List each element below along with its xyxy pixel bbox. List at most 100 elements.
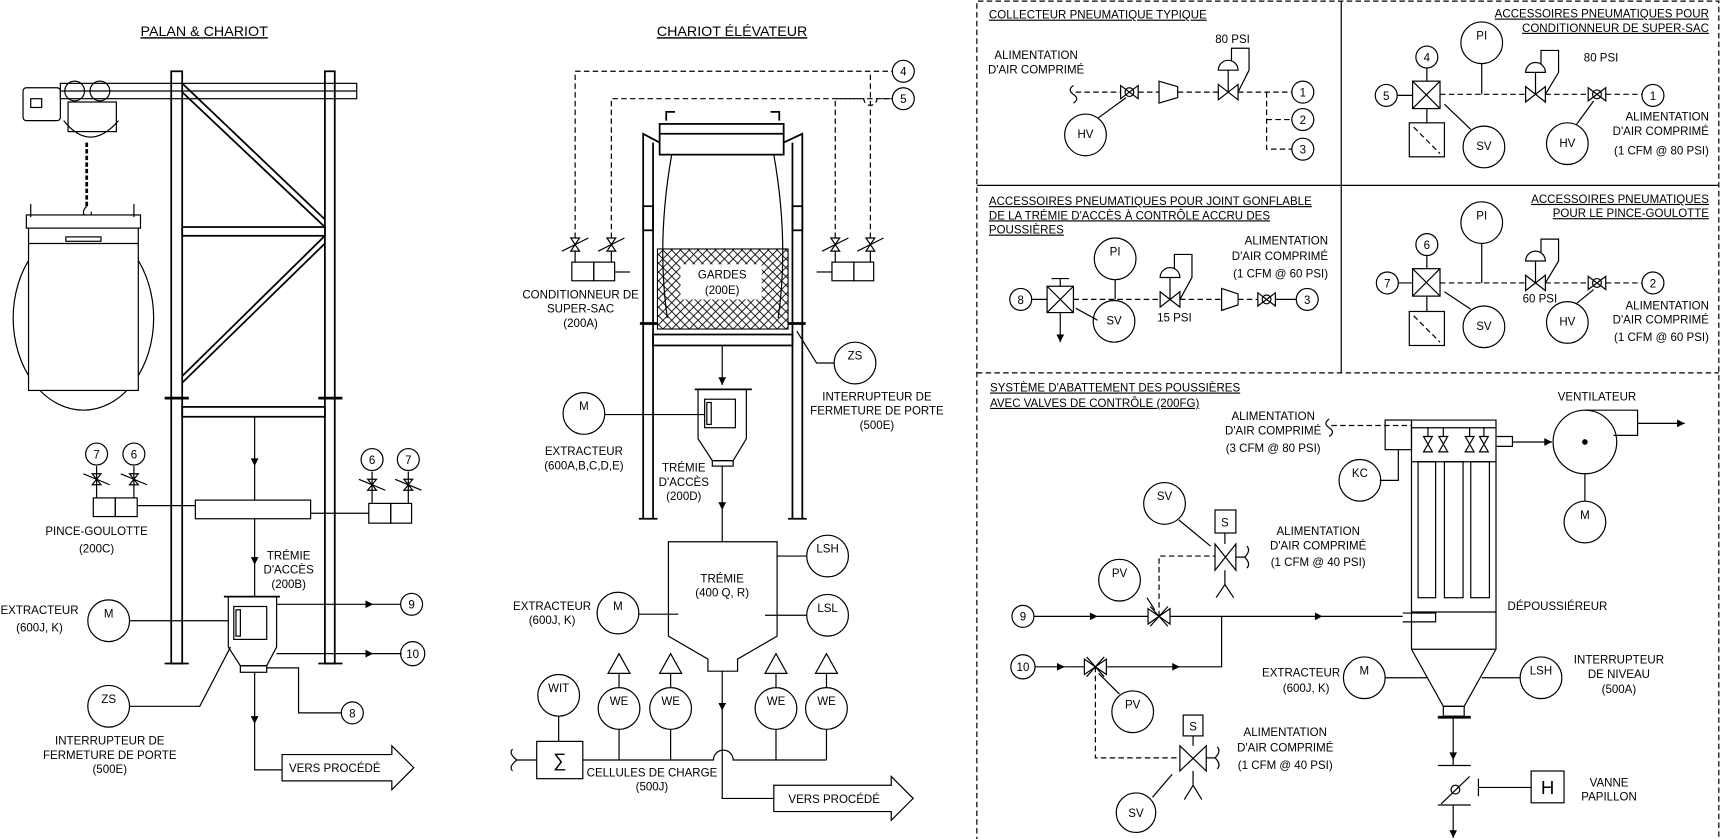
svg-text:PV: PV [1112,568,1128,580]
conditionneur-label: SUPER-SAC [547,304,614,316]
support-frame [164,70,343,665]
svg-text:2: 2 [1650,278,1656,290]
cellules-tag: (500J) [636,782,669,794]
alimentation-spec: (1 CFM @ 80 PSI) [1614,146,1709,158]
pressure-label: 60 PSI [1523,294,1558,306]
vanne-label: VANNE [1590,777,1629,789]
connection-9[interactable]: 9 [400,592,424,616]
dust-collector [1325,418,1552,719]
extracteur-tag: (600A,B,C,D,E) [544,460,624,472]
super-sac-bag [12,203,155,411]
interrupteur-label: INTERRUPTEUR [1574,655,1664,667]
forklift-frame [638,110,807,520]
connection-1[interactable]: 1 [1641,83,1665,107]
svg-text:ZS: ZS [101,694,116,706]
connection-9[interactable]: 9 [1011,604,1035,628]
svg-text:6: 6 [1424,240,1430,252]
connection-10[interactable]: 10 [1010,654,1036,680]
alimentation-label: ALIMENTATION [1276,526,1359,538]
alimentation-label: ALIMENTATION [1245,236,1328,248]
we-instrument: WE [754,687,798,730]
connection-7[interactable]: 7 [1375,271,1399,295]
vers-procede-label: VERS PROCÉDÉ [289,762,381,775]
svg-text:M: M [579,401,589,413]
pi-instrument: PI [1460,21,1504,65]
svg-text:1: 1 [1300,88,1306,100]
panel-pince-goulotte: ACCESSOIRES PNEUMATIQUES POUR LE PINCE-G… [1375,194,1710,349]
svg-text:3: 3 [1300,145,1306,157]
svg-text:SV: SV [1106,316,1122,328]
connection-5[interactable]: 5 [891,87,915,111]
vanne-label: PAPILLON [1581,792,1637,804]
connection-2[interactable]: 2 [1641,271,1665,295]
chariot-vers-procede-arrow: VERS PROCÉDÉ [773,775,915,822]
svg-text:M: M [104,608,114,620]
svg-text:6: 6 [369,455,375,467]
panel-title: POUR LE PINCE-GOULOTTE [1553,208,1710,220]
connection-6-right[interactable]: 6 [360,447,384,472]
connection-8[interactable]: 8 [1009,287,1033,311]
palan-title: PALAN & CHARIOT [141,24,269,40]
pneumatic-lines-4-5 [574,70,893,238]
connection-6[interactable]: 6 [1415,233,1439,257]
connection-6-left[interactable]: 6 [122,442,146,466]
lsl-instrument: LSL [806,593,850,637]
connection-3[interactable]: 3 [1291,137,1315,161]
pressure-label: 80 PSI [1584,52,1619,64]
hv-instrument: HV [1545,300,1589,344]
depoussiereur-label: DÉPOUSSIÉREUR [1508,600,1608,613]
motor-instrument: M [87,599,131,643]
ventilateur-label: VENTILATEUR [1558,391,1637,403]
svg-text:SV: SV [1128,808,1144,820]
tremie-acces-tag: (200D) [666,491,701,503]
svg-text:1: 1 [1650,91,1656,103]
panel-title: SYSTÈME D'ABATTEMENT DES POUSSIÈRES [990,382,1240,395]
alimentation-spec: (3 CFM @ 80 PSI) [1226,443,1321,455]
extracteur-label: EXTRACTEUR [0,605,78,617]
svg-text:WE: WE [817,696,836,708]
connection-4[interactable]: 4 [891,59,915,83]
extracteur-label: EXTRACTEUR [545,446,623,458]
gardes-tag: (200E) [705,285,740,297]
gardes-label-box [680,264,762,300]
connection-10[interactable]: 10 [400,640,426,667]
connection-7-left[interactable]: 7 [85,442,109,466]
lsh-instrument: LSH [1519,656,1563,700]
conditioner-cylinders [561,237,884,282]
svg-text:7: 7 [1384,278,1390,290]
panel-joint-gonflable: ACCESSOIRES PNEUMATIQUES POUR JOINT GONF… [989,196,1328,343]
chariot-title: CHARIOT ÉLÉVATEUR [657,23,808,40]
svg-text:WE: WE [610,696,629,708]
svg-text:2: 2 [1300,115,1306,127]
wit-instrument: WIT [537,673,581,717]
connection-3[interactable]: 3 [1295,287,1319,311]
zs-instrument: ZS [87,684,131,728]
svg-text:3: 3 [1304,295,1310,307]
chariot-section: CHARIOT ÉLÉVATEUR 4 5 [510,23,944,822]
connection-7-right[interactable]: 7 [396,447,420,472]
connection-1[interactable]: 1 [1291,80,1315,104]
pressure-label: 15 PSI [1157,312,1192,324]
hv-instrument: HV [1064,113,1107,157]
alimentation-label: ALIMENTATION [1231,411,1314,423]
tremie-tag: (400 Q, R) [695,588,749,600]
sv-instrument: SV [1462,305,1506,349]
connection-5[interactable]: 5 [1374,83,1398,107]
connection-4[interactable]: 4 [1415,45,1439,69]
svg-text:M: M [613,601,623,613]
pressure-label: 80 PSI [1215,34,1250,46]
svg-text:5: 5 [900,94,906,106]
pi-instrument: PI [1460,201,1504,245]
alimentation-spec: (1 CFM @ 40 PSI) [1238,760,1333,772]
alimentation-spec: (1 CFM @ 40 PSI) [1271,557,1366,569]
sv-instrument: SV [1143,481,1186,525]
hv-instrument: HV [1545,122,1589,166]
svg-text:9: 9 [408,600,414,612]
panel-borders [976,0,1720,839]
butterfly-valve[interactable] [1437,717,1565,838]
pince-goulotte-cylinders [83,466,422,524]
svg-text:5: 5 [1383,91,1389,103]
connection-8[interactable]: 8 [340,701,364,725]
connection-2[interactable]: 2 [1291,107,1315,132]
kc-instrument: KC [1338,458,1382,502]
